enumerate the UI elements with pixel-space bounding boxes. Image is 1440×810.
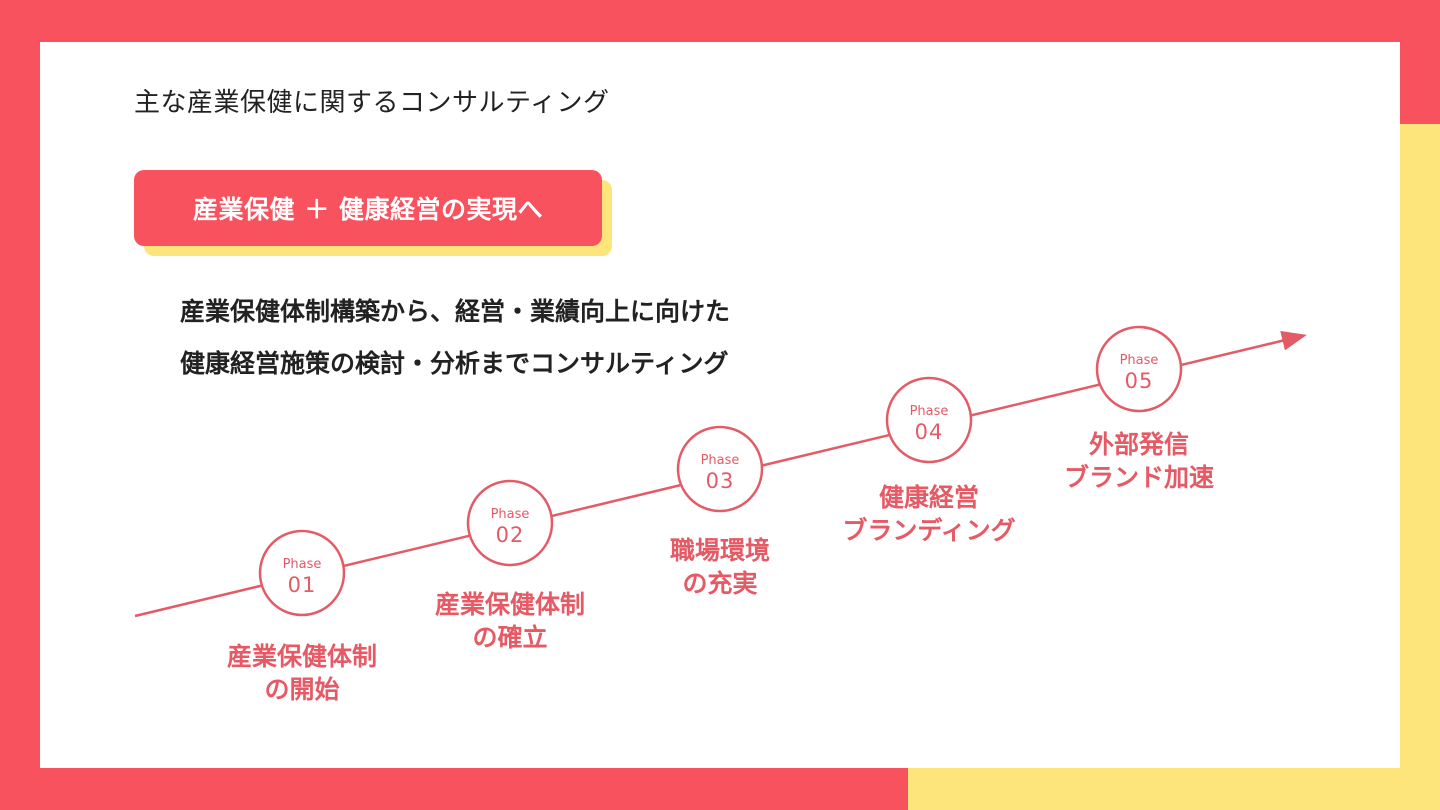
phase-label-line: 外部発信 <box>1088 430 1189 459</box>
phase-label-line: 産業保健体制 <box>434 590 585 619</box>
phase-label-line: 職場環境 <box>669 536 770 565</box>
phase-circle <box>1095 325 1183 413</box>
phase-circle <box>676 425 764 513</box>
phase-tag: Phase <box>910 404 949 419</box>
phase-label-line: の開始 <box>264 675 340 704</box>
phase-number: 04 <box>915 420 944 444</box>
phase-number: 05 <box>1125 369 1154 393</box>
phase-label-1: 産業保健体制の開始 <box>182 640 422 706</box>
phase-label-line: ブランド加速 <box>1063 463 1214 492</box>
phase-label-line: 産業保健体制 <box>226 642 377 671</box>
phase-label-3: 職場環境の充実 <box>600 534 840 600</box>
description-line-2: 健康経営施策の検討・分析までコンサルティング <box>180 349 729 378</box>
phase-tag: Phase <box>283 557 322 572</box>
phase-circle <box>258 529 346 617</box>
phase-label-line: の確立 <box>472 623 548 652</box>
phase-tag: Phase <box>701 453 740 468</box>
accent-band-right <box>1400 124 1440 810</box>
phase-number: 01 <box>288 573 317 597</box>
phase-number: 02 <box>496 523 525 547</box>
description-line-1: 産業保健体制構築から、経営・業績向上に向けた <box>180 297 731 326</box>
phase-label-line: ブランディング <box>842 516 1016 545</box>
headline-banner: 産業保健 ＋ 健康経営の実現へ <box>134 170 602 246</box>
description: 産業保健体制構築から、経営・業績向上に向けた 健康経営施策の検討・分析までコンサ… <box>180 286 730 390</box>
page-title: 主な産業保健に関するコンサルティング <box>134 88 610 118</box>
phase-label-2: 産業保健体制の確立 <box>390 588 630 654</box>
phase-tag: Phase <box>1120 353 1159 368</box>
phase-label-5: 外部発信ブランド加速 <box>1019 428 1259 494</box>
phase-label-4: 健康経営ブランディング <box>809 481 1049 547</box>
phase-tag: Phase <box>491 507 530 522</box>
phase-circle <box>885 376 973 464</box>
phase-number: 03 <box>706 469 735 493</box>
content-card <box>40 42 1400 768</box>
phase-label-line: の充実 <box>682 569 758 598</box>
accent-band-bottom <box>908 768 1440 810</box>
phase-circle <box>466 479 554 567</box>
phase-label-line: 健康経営 <box>878 483 979 512</box>
